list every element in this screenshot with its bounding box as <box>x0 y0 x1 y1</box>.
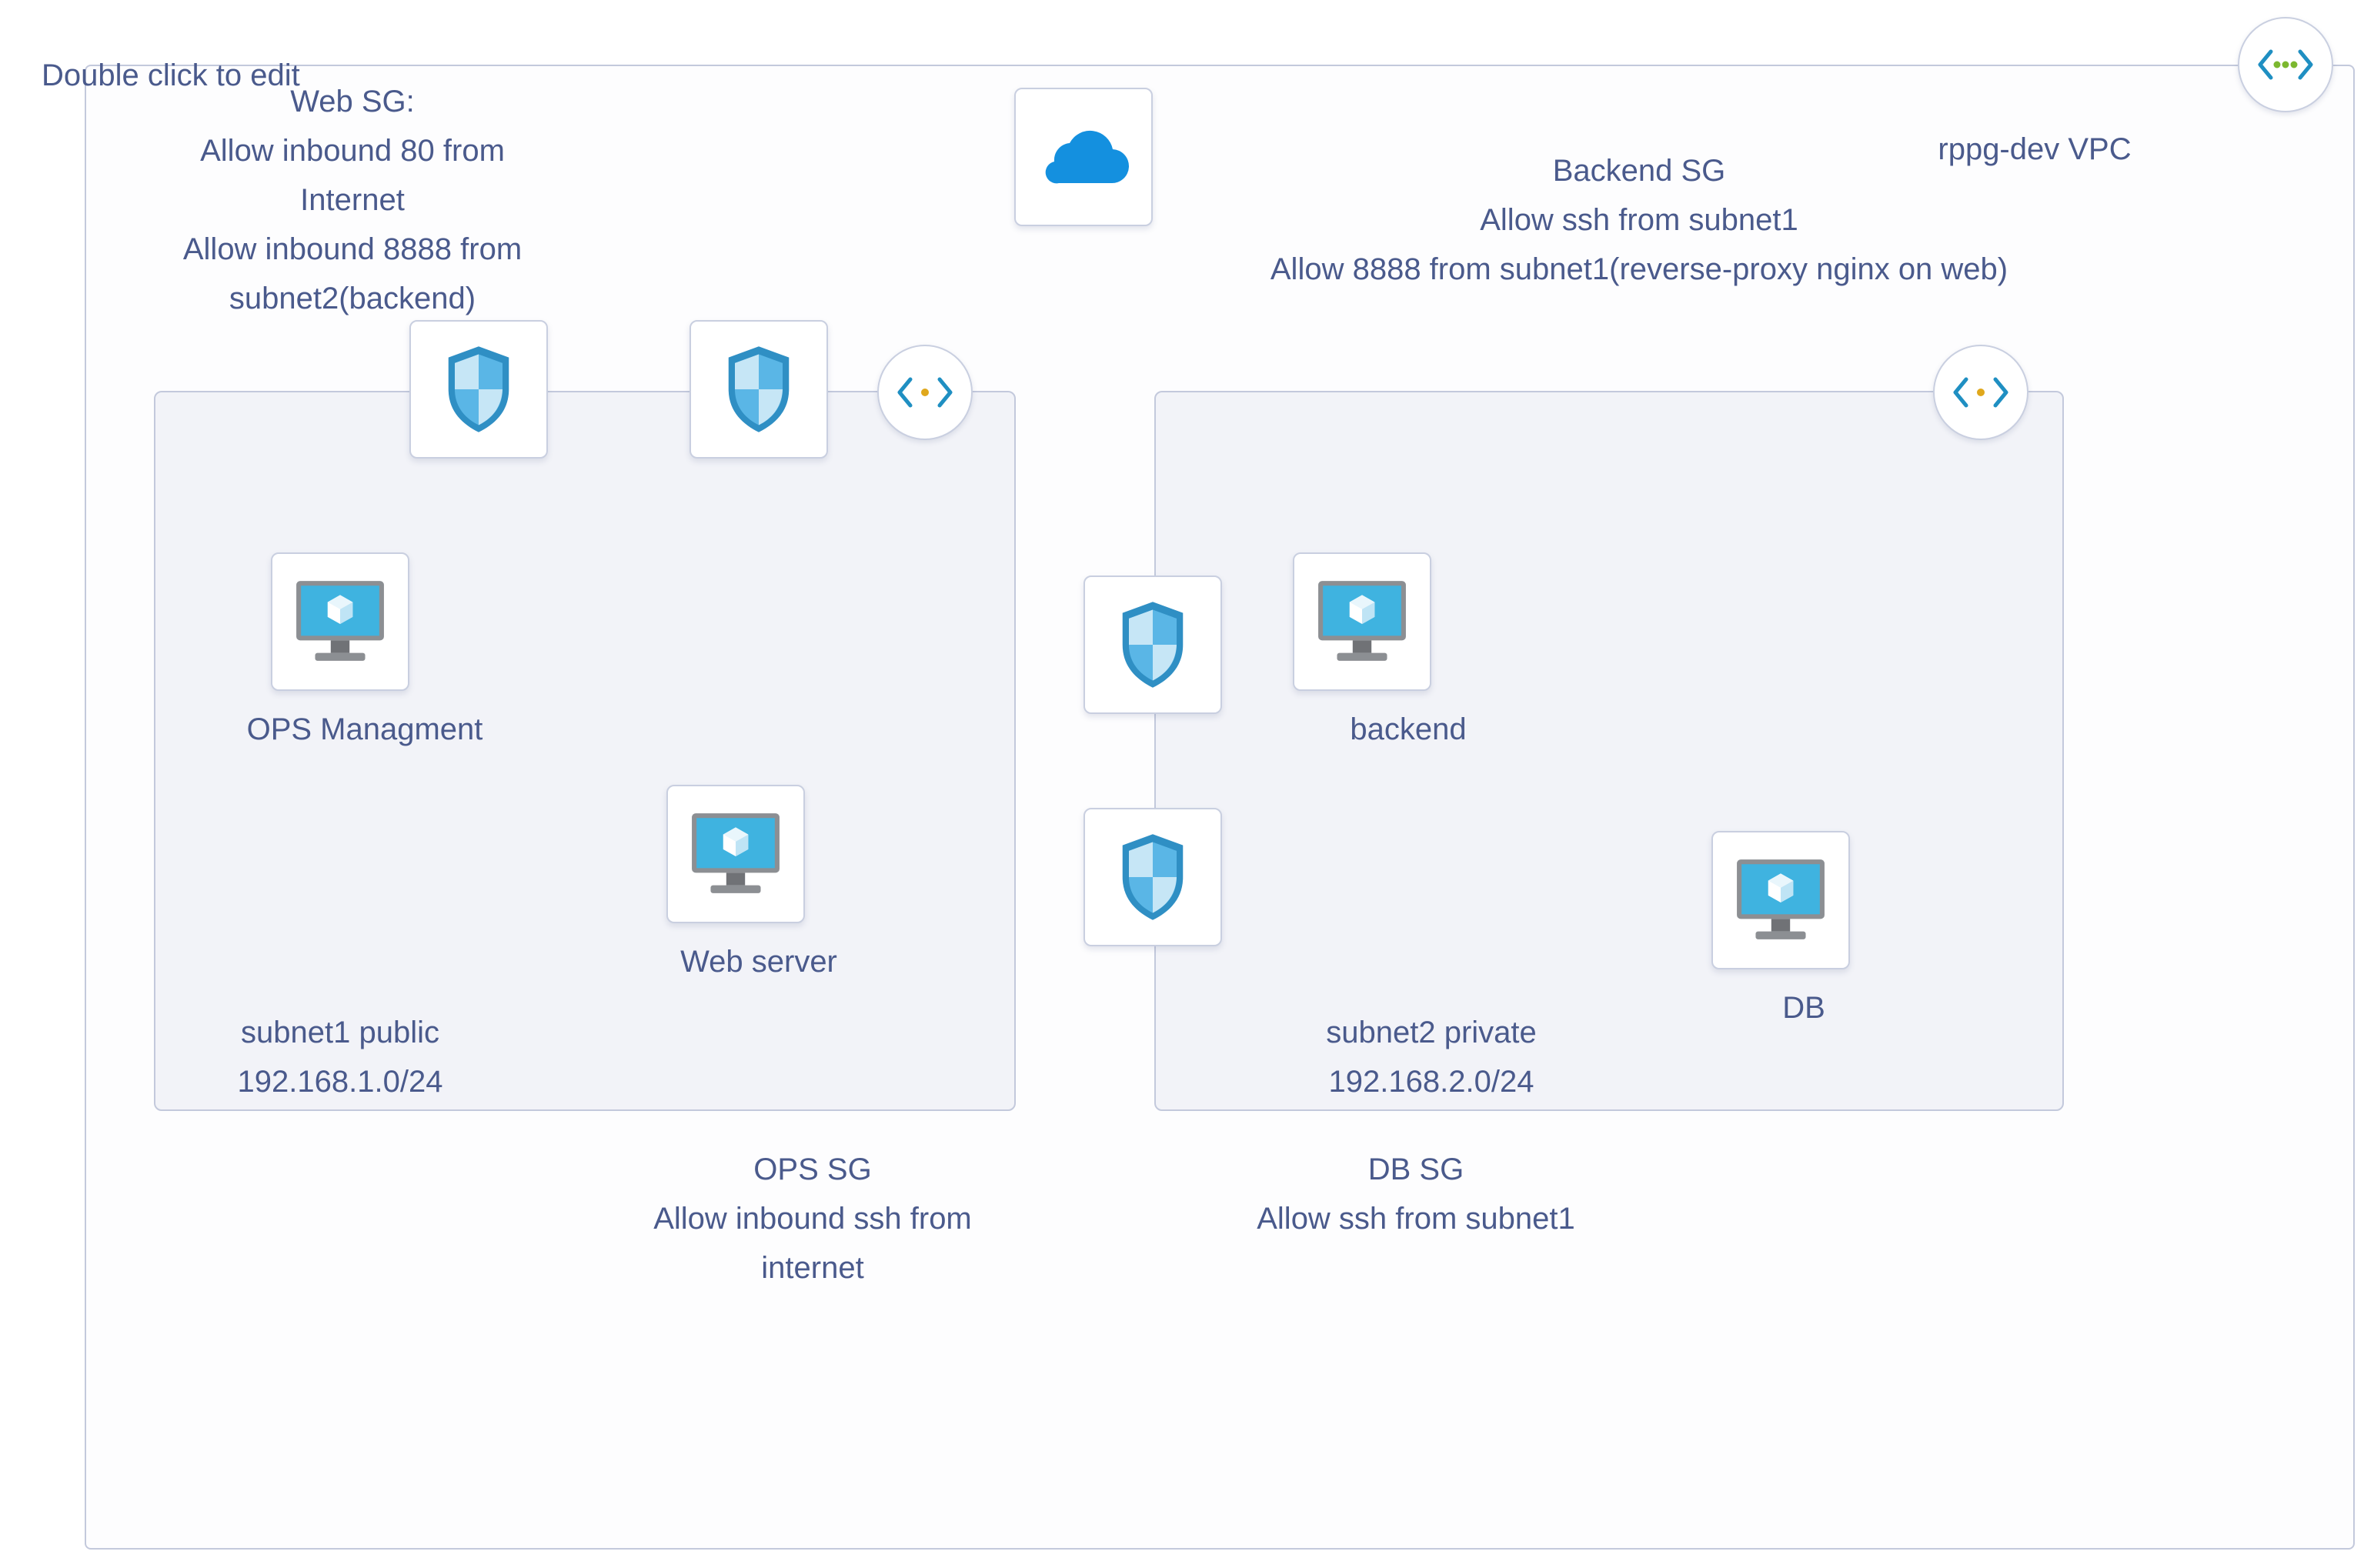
subnet1-name: subnet1 public <box>241 1016 439 1049</box>
db-vm-label: DB <box>1782 991 1825 1025</box>
shield-icon <box>448 346 509 432</box>
web-sg-node[interactable] <box>409 320 548 459</box>
shield-icon <box>1122 602 1184 688</box>
web-sg-line: subnet2(backend) <box>229 282 476 315</box>
ops-sg-line: OPS SG <box>753 1153 872 1186</box>
vpc-route-node[interactable] <box>2238 17 2333 112</box>
subnet2-route-node[interactable] <box>1933 345 2028 440</box>
backend-sg-node[interactable] <box>1083 575 1222 714</box>
web-sg-annotation: Web SG: Allow inbound 80 from Internet A… <box>122 77 583 323</box>
subnet2-container[interactable] <box>1154 391 2064 1111</box>
internet-cloud-node[interactable] <box>1014 88 1153 226</box>
subnet1-route-node[interactable] <box>877 345 973 440</box>
shield-icon <box>1122 834 1184 920</box>
db-vm[interactable] <box>1711 831 1850 969</box>
ops-sg-line: internet <box>761 1251 864 1285</box>
subnet2-name: subnet2 private <box>1326 1016 1537 1049</box>
ops-managment-vm[interactable] <box>271 552 409 691</box>
cloud-icon <box>1045 130 1130 184</box>
web-server-vm-label: Web server <box>680 945 837 979</box>
web-sg-line: Web SG: <box>290 85 415 118</box>
edit-hint: Double click to edit <box>42 58 300 92</box>
route-table-icon <box>2258 49 2313 80</box>
sg-node[interactable] <box>689 320 828 459</box>
web-sg-line: Allow inbound 8888 from <box>182 232 523 266</box>
virtual-machine-icon <box>296 581 384 661</box>
db-sg-node[interactable] <box>1083 808 1222 946</box>
virtual-machine-icon <box>692 813 780 893</box>
subnet1-container[interactable] <box>154 391 1016 1111</box>
ops-sg-annotation: OPS SG Allow inbound ssh from internet <box>582 1145 1043 1293</box>
subnet2-label: subnet2 private 192.168.2.0/24 <box>1262 1008 1601 1106</box>
subnet1-cidr: 192.168.1.0/24 <box>237 1065 443 1099</box>
shield-icon <box>728 346 790 432</box>
route-table-icon <box>897 377 953 408</box>
db-sg-annotation: DB SG Allow ssh from subnet1 <box>1185 1145 1647 1243</box>
backend-sg-annotation: Backend SG Allow ssh from subnet1 Allow … <box>1177 146 2101 294</box>
subnet2-cidr: 192.168.2.0/24 <box>1328 1065 1534 1099</box>
db-sg-line: Allow ssh from subnet1 <box>1257 1202 1575 1236</box>
virtual-machine-icon <box>1737 859 1825 939</box>
vpc-label: rppg-dev VPC <box>1938 132 2132 166</box>
web-server-vm[interactable] <box>666 785 805 923</box>
ops-vm-label: OPS Managment <box>246 712 483 746</box>
backend-vm[interactable] <box>1293 552 1431 691</box>
web-sg-line: Internet <box>300 183 405 217</box>
db-sg-line: DB SG <box>1367 1153 1464 1186</box>
backend-sg-line: Allow ssh from subnet1 <box>1480 203 1798 237</box>
subnet1-label: subnet1 public 192.168.1.0/24 <box>171 1008 509 1106</box>
route-table-icon <box>1953 377 2008 408</box>
backend-sg-line: Allow 8888 from subnet1(reverse-proxy ng… <box>1270 252 2008 286</box>
virtual-machine-icon <box>1318 581 1406 661</box>
backend-sg-line: Backend SG <box>1552 154 1726 188</box>
ops-sg-line: Allow inbound ssh from <box>653 1202 972 1236</box>
web-sg-line: Allow inbound 80 from <box>200 134 505 168</box>
backend-vm-label: backend <box>1350 712 1467 746</box>
